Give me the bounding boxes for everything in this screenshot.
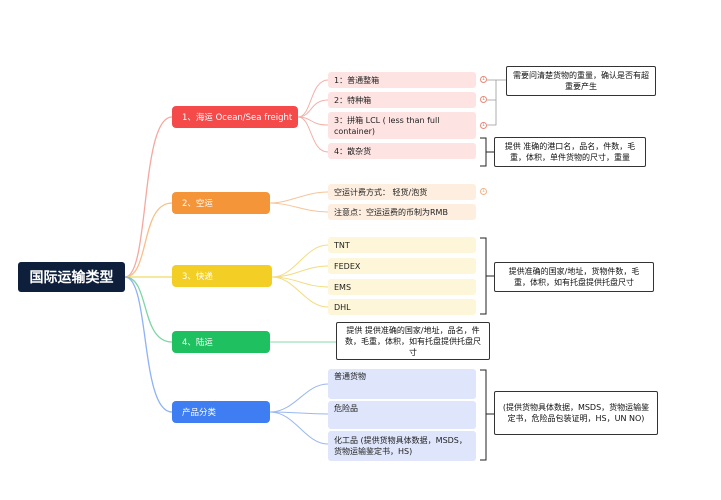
link-marker-icon[interactable]: 1 [480, 96, 487, 103]
express-item-fedex[interactable]: FEDEX [328, 258, 476, 274]
ocean-item-3-label: 3：拼箱 LCL ( less than full container) [334, 115, 440, 136]
branch-express-label: 3、快递 [182, 272, 213, 282]
note-ocean-info[interactable]: 提供 准确的港口名，品名，件数，毛重，体积，单件货物的尺寸，重量 [494, 137, 646, 167]
air-item-1[interactable]: 空运计费方式： 轻货/泡货 [328, 184, 476, 200]
bracket-express [480, 237, 494, 315]
express-fan [271, 244, 329, 308]
ocean-item-2-label: 2：特种箱 [334, 95, 372, 105]
link-marker-icon[interactable]: 1 [480, 122, 487, 129]
bracket-category [480, 369, 494, 461]
ocean-item-1[interactable]: 1：普通整箱 [328, 72, 476, 88]
link-ocean [124, 116, 173, 278]
root-node[interactable]: 国际运输类型 [18, 262, 125, 292]
air-item-1-label: 空运计费方式： 轻货/泡货 [334, 187, 428, 197]
ocean-item-4-label: 4：散杂货 [334, 146, 372, 156]
branch-land-label: 4、陆运 [182, 338, 213, 348]
category-item-chemical-label: 化工品 (提供货物具体数据，MSDS，货物运输鉴定书，HS) [334, 436, 467, 456]
category-item-dangerous[interactable]: 危险品 [328, 401, 476, 429]
branch-category[interactable]: 产品分类 [172, 401, 270, 423]
note-category-info-text: (提供货物具体数据，MSDS，货物运输鉴定书，危险品包装证明，HS，UN NO) [502, 403, 650, 423]
branch-express[interactable]: 3、快递 [172, 265, 272, 287]
category-item-chemical[interactable]: 化工品 (提供货物具体数据，MSDS，货物运输鉴定书，HS) [328, 431, 476, 461]
category-item-general[interactable]: 普通货物 [328, 369, 476, 399]
express-item-dhl[interactable]: DHL [328, 299, 476, 315]
express-item-dhl-label: DHL [334, 302, 351, 312]
link-land [124, 276, 173, 343]
air-item-2[interactable]: 注意点：空运运费的币制为RMB [328, 204, 476, 220]
root-label: 国际运输类型 [29, 270, 114, 286]
note-land-info[interactable]: 提供 提供准确的国家/地址，品名，件数，毛重，体积，如有托盘提供托盘尺寸 [336, 322, 490, 360]
branch-air[interactable]: 2、空运 [172, 192, 270, 214]
category-item-dangerous-label: 危险品 [334, 404, 358, 413]
express-item-fedex-label: FEDEX [334, 261, 361, 271]
branch-land[interactable]: 4、陆运 [172, 331, 270, 353]
link-air [124, 202, 173, 278]
link-marker-icon[interactable]: 1 [480, 76, 487, 83]
note-ocean-info-text: 提供 准确的港口名，品名，件数，毛重，体积，单件货物的尺寸，重量 [504, 142, 636, 162]
note-express-info-text: 提供准确的国家/地址，货物件数，毛重，体积，如有托盘提供托盘尺寸 [508, 267, 640, 287]
ocean-item-1-label: 1：普通整箱 [334, 75, 380, 85]
ocean-fan [297, 79, 329, 153]
branch-ocean[interactable]: 1、海运 Ocean/Sea freight [172, 106, 298, 128]
express-item-tnt[interactable]: TNT [328, 237, 476, 253]
branch-category-label: 产品分类 [182, 408, 217, 418]
ocean-item-4[interactable]: 4：散杂货 [328, 143, 476, 159]
express-item-tnt-label: TNT [334, 240, 350, 250]
link-category [124, 276, 173, 413]
note-category-info[interactable]: (提供货物具体数据，MSDS，货物运输鉴定书，危险品包装证明，HS，UN NO) [494, 391, 658, 435]
express-item-ems[interactable]: EMS [328, 279, 476, 295]
note-ocean-weight[interactable]: 需要问清楚货物的重量，确认是否有超重要产生 [506, 66, 656, 96]
ocean-item-2[interactable]: 2：特种箱 [328, 92, 476, 108]
branch-air-label: 2、空运 [182, 199, 213, 209]
note-ocean-weight-text: 需要问清楚货物的重量，确认是否有超重要产生 [513, 71, 649, 91]
link-marker-icon[interactable]: 1 [480, 188, 487, 195]
air-item-2-label: 注意点：空运运费的币制为RMB [334, 207, 448, 217]
category-fan [269, 383, 329, 445]
note-express-info[interactable]: 提供准确的国家/地址，货物件数，毛重，体积，如有托盘提供托盘尺寸 [494, 262, 654, 292]
express-item-ems-label: EMS [334, 282, 352, 292]
note-land-info-text: 提供 提供准确的国家/地址，品名，件数，毛重，体积，如有托盘提供托盘尺寸 [345, 325, 481, 357]
ocean-item-3[interactable]: 3：拼箱 LCL ( less than full container) [328, 112, 476, 139]
air-fan [269, 191, 329, 213]
category-item-general-label: 普通货物 [334, 372, 366, 381]
bracket-ocean [480, 137, 494, 167]
branch-ocean-label: 1、海运 Ocean/Sea freight [182, 113, 293, 123]
